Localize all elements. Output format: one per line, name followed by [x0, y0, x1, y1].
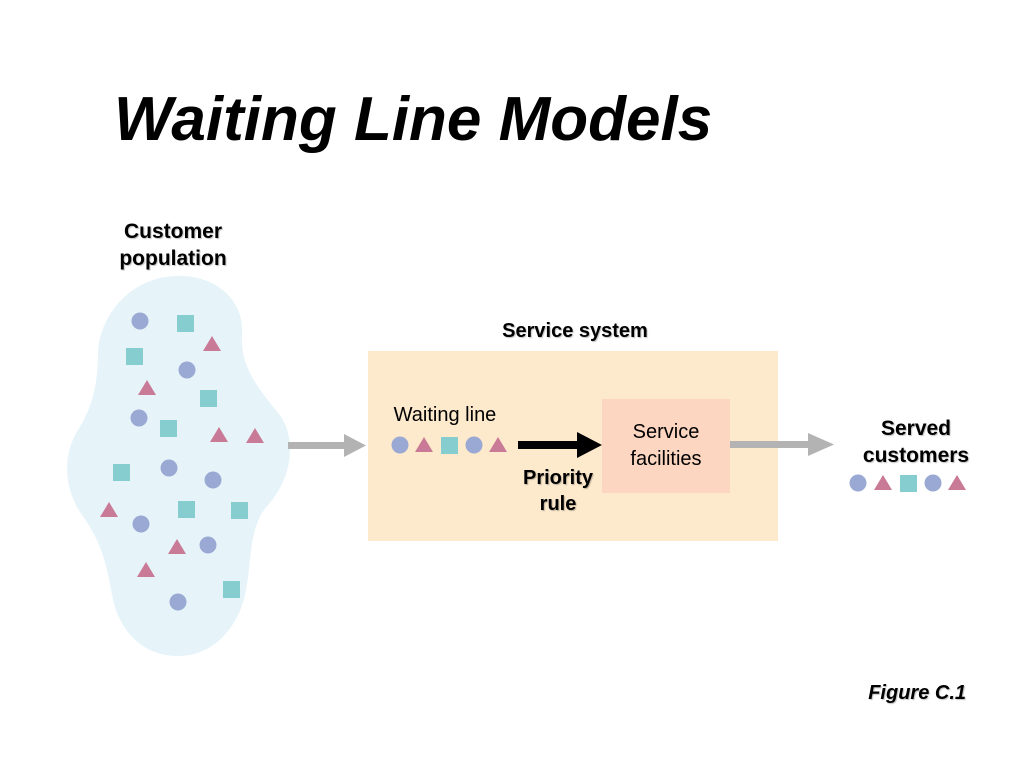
- service-facilities-label-line2: facilities: [630, 448, 702, 470]
- service-system-label: Service system: [502, 320, 648, 342]
- customer-triangle: [246, 428, 264, 443]
- queue-triangle: [415, 437, 433, 452]
- customer-circle: [199, 536, 217, 554]
- served-square: [900, 475, 917, 492]
- customer-square: [223, 581, 240, 598]
- customer-circle: [131, 312, 149, 330]
- served-circle: [924, 474, 942, 492]
- customer-square: [126, 348, 143, 365]
- customer-square: [178, 501, 195, 518]
- arrival-arrow: [288, 434, 366, 457]
- customer-triangle: [168, 539, 186, 554]
- customer-population-label-line1: Customer: [123, 220, 223, 243]
- priority-rule-label-line2: rule: [539, 493, 577, 515]
- figure-caption: Figure C.1: [868, 682, 966, 704]
- priority-rule-label-line1: Priority: [522, 467, 594, 489]
- customer-square: [200, 390, 217, 407]
- waiting-line-label: Waiting line: [393, 404, 497, 426]
- customer-square: [177, 315, 194, 332]
- customer-circle: [169, 593, 187, 611]
- served-customers-shapes: [849, 474, 966, 492]
- customer-population-label-line2: population: [119, 247, 227, 270]
- customer-circle: [178, 361, 196, 379]
- customer-square: [113, 464, 130, 481]
- customer-circle: [130, 409, 148, 427]
- waiting-line-queue: [391, 436, 507, 454]
- customer-triangle: [137, 562, 155, 577]
- queue-triangle: [489, 437, 507, 452]
- customer-square: [231, 502, 248, 519]
- served-customers-label-line2: customers: [862, 444, 970, 467]
- customer-population-label: Customer population: [98, 218, 248, 272]
- queue-circle: [465, 436, 483, 454]
- customer-triangle: [203, 336, 221, 351]
- served-triangle: [874, 475, 892, 490]
- service-facilities-box: Service facilities: [602, 399, 730, 493]
- customer-circle: [204, 471, 222, 489]
- customer-square: [160, 420, 177, 437]
- customer-triangle: [138, 380, 156, 395]
- priority-rule-arrow: [518, 432, 602, 458]
- service-facilities-label: Service facilities: [630, 419, 701, 473]
- customer-population-cloud: [67, 275, 291, 656]
- served-customers-label-line1: Served: [880, 417, 952, 440]
- customer-circle: [160, 459, 178, 477]
- customer-triangle: [210, 427, 228, 442]
- served-circle: [849, 474, 867, 492]
- queue-square: [441, 437, 458, 454]
- queue-circle: [391, 436, 409, 454]
- customer-circle: [132, 515, 150, 533]
- served-customers-label: Served customers: [846, 415, 986, 469]
- population-shapes: [100, 312, 264, 611]
- priority-rule-label: Priority rule: [508, 465, 608, 517]
- page-title: Waiting Line Models: [114, 85, 713, 154]
- served-triangle: [948, 475, 966, 490]
- service-facilities-label-line1: Service: [632, 421, 700, 443]
- customer-triangle: [100, 502, 118, 517]
- departure-arrow: [730, 433, 834, 456]
